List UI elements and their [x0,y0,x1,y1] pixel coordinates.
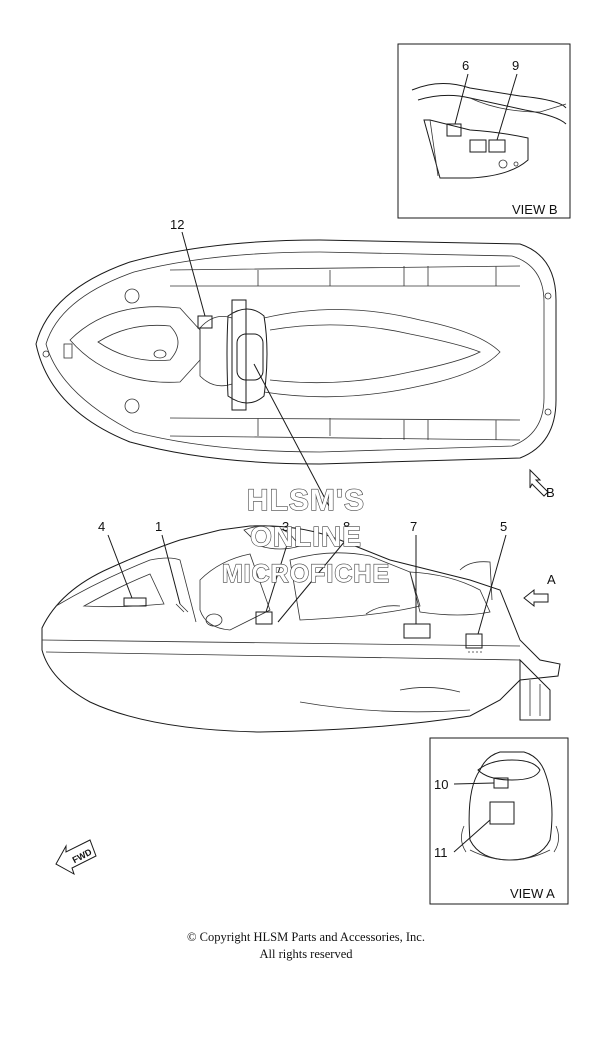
watermark-line-2: ONLINE [250,521,362,552]
decal-7-marker [403,623,431,639]
decal-4-marker [123,597,147,607]
watermark: HLSM'S ONLINE MICROFICHE [221,483,390,588]
view-a-arrow [523,588,549,608]
decal-6-marker [446,123,462,137]
callout-6: 6 [462,58,469,73]
callout-5: 5 [500,519,507,534]
callout-9: 9 [512,58,519,73]
copyright-line-1: © Copyright HLSM Parts and Accessories, … [187,930,425,944]
view-a-title: VIEW A [510,886,555,901]
view-b-title: VIEW B [512,202,558,217]
callout-12: 12 [170,217,184,232]
callout-7: 7 [410,519,417,534]
top-view-craft: 12 B [35,217,557,509]
callout-11: 11 [434,845,448,860]
view-b-inset: 6 9 VIEW B [397,43,571,219]
view-a-inset: 10 11 VIEW A [429,737,569,905]
side-view-craft: 4 1 3 8 7 5 A [41,519,561,733]
callout-4: 4 [98,519,105,534]
watermark-line-1: HLSM'S [247,484,365,517]
callout-10: 10 [434,777,448,792]
decal-5-marker [465,633,483,649]
callout-8: 8 [343,519,350,534]
decal-11-marker [489,801,515,825]
decal-2-3-marker [255,611,273,625]
watermark-line-3: MICROFICHE [222,560,390,588]
fwd-arrow-icon: FWD [55,839,97,876]
callout-3: 3 [282,519,289,534]
view-a-arrow-label: A [547,572,556,587]
view-b-arrow [529,468,549,497]
decal-12-marker [197,315,213,329]
view-b-arrow-label: B [546,485,555,500]
decal-9b-marker [488,139,506,153]
decal-9a-marker [469,139,487,153]
callout-1: 1 [155,519,162,534]
copyright-line-2: All rights reserved [259,947,353,961]
